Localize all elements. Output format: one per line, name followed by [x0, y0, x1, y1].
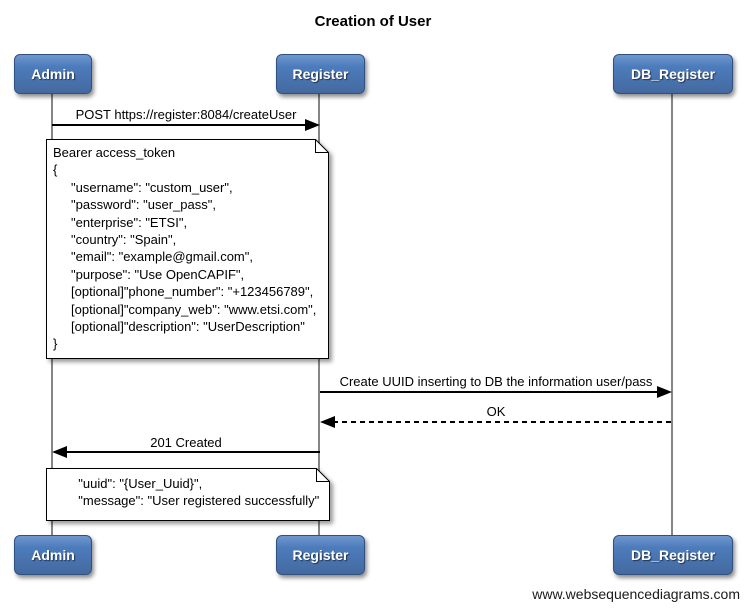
arrowhead-left-icon	[320, 416, 335, 428]
message-label: OK	[486, 404, 506, 419]
actor-register-bottom: Register	[276, 535, 365, 575]
message-label: POST https://register:8084/createUser	[75, 107, 297, 122]
note-line: "password": "user_pass",	[53, 197, 216, 213]
note-response-body-text: "uuid": "{User_Uuid}", "message": "User …	[46, 468, 330, 521]
note-shape	[46, 468, 330, 521]
arrowhead-right-icon	[657, 386, 672, 398]
note-line: {	[53, 162, 58, 178]
message-label: 201 Created	[150, 435, 222, 450]
watermark: www.websequencediagrams.com	[532, 586, 740, 602]
actor-db-register-label: DB_Register	[630, 66, 716, 82]
note-line: [optional]"description": "UserDescriptio…	[53, 319, 305, 335]
note-line: "username": "custom_user",	[53, 179, 233, 195]
actor-register-top: Register	[276, 54, 365, 94]
message-line-dashed	[333, 421, 672, 423]
note-line: "email": "example@gmail.com",	[53, 249, 253, 265]
note-shape	[46, 139, 329, 359]
note-line: "country": "Spain",	[53, 232, 177, 248]
actor-admin-bottom: Admin	[14, 535, 92, 575]
arrowhead-right-icon	[305, 119, 320, 131]
message-line	[65, 451, 320, 453]
note-line: "uuid": "{User_Uuid}",	[53, 476, 203, 491]
note-request-body-text: Bearer access_token { "username": "custo…	[46, 139, 329, 359]
note-request-body: Bearer access_token { "username": "custo…	[46, 139, 329, 359]
actor-admin-top: Admin	[14, 54, 92, 94]
actor-register-label: Register	[292, 547, 349, 563]
diagram-title: Creation of User	[314, 13, 432, 30]
note-line: [optional]"phone_number": "+123456789",	[53, 284, 314, 300]
message-label: Create UUID inserting to DB the informat…	[339, 374, 653, 389]
lifeline-db-register	[671, 93, 673, 535]
note-line: Bearer access_token	[53, 145, 176, 160]
note-line: "purpose": "Use OpenCAPIF",	[53, 266, 245, 282]
actor-db-register-label: DB_Register	[630, 547, 716, 563]
arrowhead-left-icon	[52, 446, 67, 458]
actor-db-register-top: DB_Register	[613, 54, 733, 94]
note-line: }	[53, 336, 58, 352]
message-line	[52, 124, 307, 126]
note-line: [optional]"company_web": "www.etsi.com",	[53, 301, 317, 317]
actor-admin-label: Admin	[31, 547, 75, 563]
note-line: "enterprise": "ETSI",	[53, 214, 188, 230]
actor-register-label: Register	[292, 66, 349, 82]
message-line	[320, 391, 659, 393]
actor-admin-label: Admin	[31, 66, 75, 82]
actor-db-register-bottom: DB_Register	[613, 535, 733, 575]
note-response-body: "uuid": "{User_Uuid}", "message": "User …	[46, 468, 330, 521]
note-line: "message": "User registered successfully…	[53, 493, 320, 509]
